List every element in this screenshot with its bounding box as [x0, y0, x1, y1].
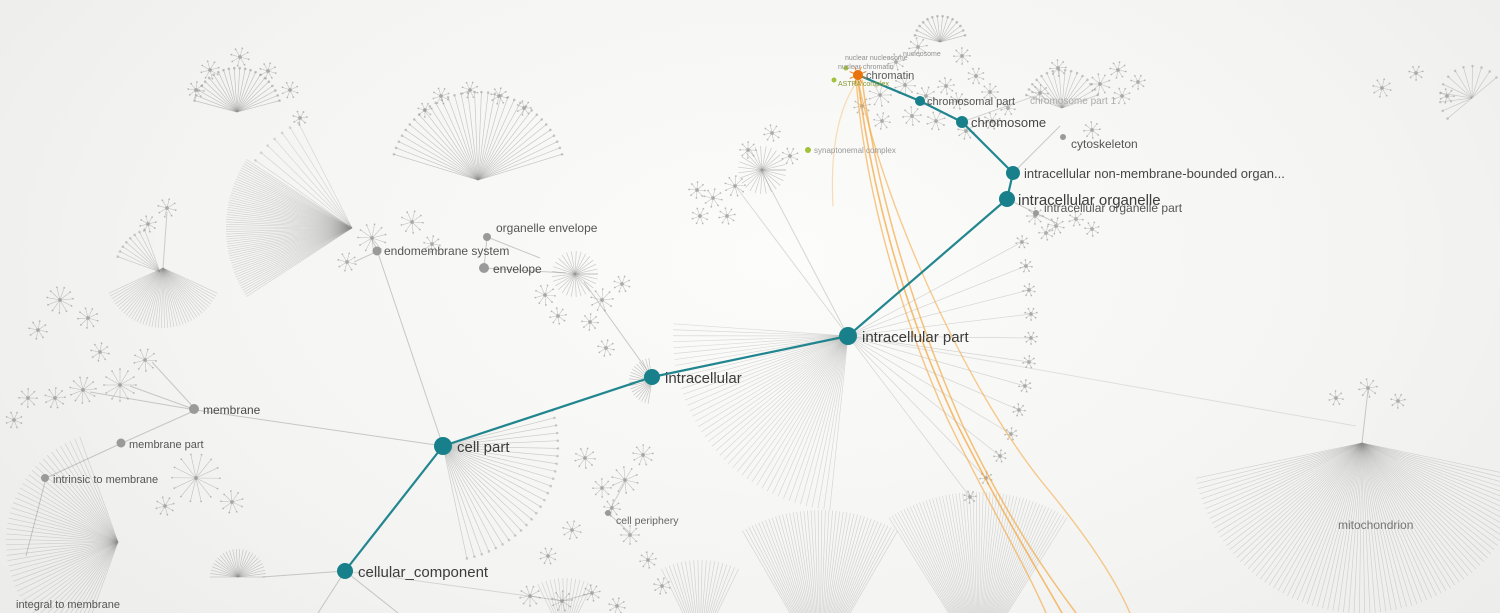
node-endomembrane_system[interactable] — [372, 246, 382, 256]
label-chromosomal_part[interactable]: chromosomal part — [927, 96, 1015, 108]
label-nuclear_chromatin: nuclear chromatin — [838, 64, 894, 71]
label-membrane[interactable]: membrane — [203, 403, 261, 417]
label-mitochondrion: mitochondrion — [1338, 518, 1413, 532]
label-chromosome[interactable]: chromosome — [971, 115, 1046, 130]
label-cell_periphery[interactable]: cell periphery — [616, 515, 679, 527]
edge-chromosome-chromosomal_part — [919, 100, 963, 123]
edge-chromosomal_part-chromatin — [857, 73, 921, 103]
edge-cellular_component-cell_part — [344, 445, 444, 572]
edge-intracellular_part-intracellular_organelle — [847, 198, 1008, 337]
node-chromosome[interactable] — [956, 116, 968, 128]
node-intracellular_organelle[interactable] — [999, 191, 1015, 207]
node-cell_periphery[interactable] — [605, 510, 611, 516]
label-synaptonemal_complex[interactable]: synaptonemal complex — [814, 146, 896, 155]
node-chromatin[interactable] — [853, 70, 863, 80]
node-cell_part[interactable] — [434, 437, 452, 455]
label-non_membrane_organelle[interactable]: intracellular non-membrane-bounded organ… — [1024, 166, 1285, 181]
node-intrinsic_to_membrane[interactable] — [41, 474, 49, 482]
node-organelle_envelope[interactable] — [483, 233, 491, 241]
node-green_node_b[interactable] — [843, 65, 849, 71]
node-cellular_component[interactable] — [337, 563, 353, 579]
edge-non_membrane_organelle-chromosome — [961, 121, 1014, 174]
node-envelope[interactable] — [479, 263, 489, 273]
node-intracellular_part[interactable] — [839, 327, 857, 345]
node-chromosomal_part[interactable] — [915, 96, 925, 106]
node-membrane_part[interactable] — [116, 438, 126, 448]
node-intracellular_organelle_part[interactable] — [1033, 210, 1039, 216]
label-intrinsic_to_membrane[interactable]: intrinsic to membrane — [53, 474, 158, 486]
label-endomembrane_system[interactable]: endomembrane system — [384, 244, 509, 258]
orange-links — [831, 79, 1131, 613]
edge-cell_part-intracellular — [442, 375, 653, 448]
label-intracellular_organelle_part[interactable]: intracellular organelle part — [1044, 201, 1183, 215]
label-cytoskeleton[interactable]: cytoskeleton — [1071, 137, 1138, 151]
node-synaptonemal_complex[interactable] — [805, 147, 811, 153]
label-organelle_envelope[interactable]: organelle envelope — [496, 221, 598, 235]
label-intracellular_organelle[interactable]: intracellular organelle — [1018, 192, 1161, 209]
label-intracellular[interactable]: intracellular — [665, 370, 742, 387]
node-cytoskeleton[interactable] — [1060, 134, 1066, 140]
label-astra_complex: ASTRA complex — [838, 81, 889, 88]
labels: cellular_component cell part intracellular… — [16, 51, 1413, 611]
highlight-path-edges — [344, 73, 1015, 572]
label-cellular_component[interactable]: cellular_component — [358, 564, 489, 581]
label-chromosome_part_faint: chromosome part 1 — [1030, 96, 1117, 107]
node-non_membrane_organelle[interactable] — [1006, 166, 1020, 180]
label-nucleosome: nucleosome — [903, 51, 941, 58]
burst-glyphs — [5, 37, 1455, 613]
label-integral_to_membrane: integral to membrane — [16, 599, 120, 611]
label-envelope[interactable]: envelope — [493, 262, 542, 276]
nodes — [41, 65, 1066, 579]
node-membrane[interactable] — [189, 404, 199, 414]
label-intracellular_part[interactable]: intracellular part — [862, 329, 970, 346]
label-chromatin[interactable]: chromatin — [866, 70, 914, 82]
edge-intracellular-intracellular_part — [651, 334, 849, 379]
node-intracellular[interactable] — [644, 369, 660, 385]
label-nuclear_nucleosome: nuclear nucleosome — [845, 55, 908, 62]
node-green_node_a[interactable] — [831, 77, 837, 83]
label-membrane_part[interactable]: membrane part — [129, 439, 204, 451]
fan-clusters — [6, 14, 1500, 613]
label-cell_part[interactable]: cell part — [457, 439, 510, 456]
